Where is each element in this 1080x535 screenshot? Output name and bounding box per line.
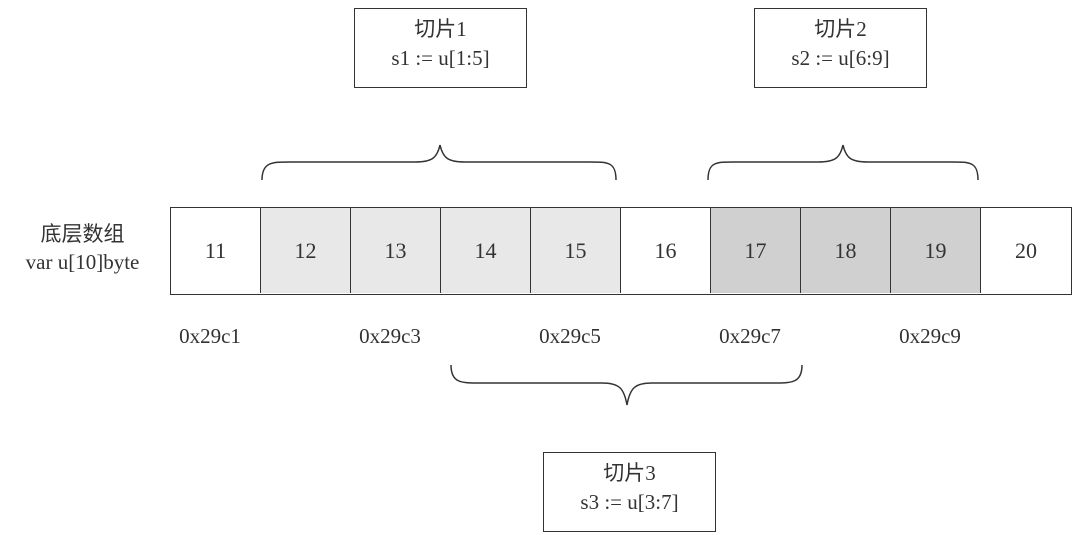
array-cell: 11 bbox=[171, 208, 261, 293]
slice2-box: 切片2 s2 := u[6:9] bbox=[754, 8, 927, 88]
slice3-brace bbox=[450, 364, 803, 406]
slice2-brace bbox=[707, 144, 979, 181]
array-cell: 20 bbox=[981, 208, 1071, 293]
array-cell: 17 bbox=[711, 208, 801, 293]
address-label: 0x29c5 bbox=[539, 324, 601, 348]
address-label: 0x29c3 bbox=[359, 324, 421, 348]
slice3-title: 切片3 bbox=[603, 461, 656, 485]
array-cell: 15 bbox=[531, 208, 621, 293]
slice3-expr: s3 := u[3:7] bbox=[580, 490, 679, 514]
address-label: 0x29c9 bbox=[899, 324, 961, 348]
array-label-title: 底层数组 bbox=[40, 222, 125, 246]
array-label: 底层数组 var u[10]byte bbox=[0, 220, 165, 276]
array-cell: 14 bbox=[441, 208, 531, 293]
slice1-title: 切片1 bbox=[414, 17, 467, 41]
slice3-box: 切片3 s3 := u[3:7] bbox=[543, 452, 716, 532]
array-cell: 18 bbox=[801, 208, 891, 293]
slice2-title: 切片2 bbox=[814, 17, 867, 41]
slice1-brace bbox=[261, 144, 617, 181]
slice1-expr: s1 := u[1:5] bbox=[391, 46, 490, 70]
array-cell: 16 bbox=[621, 208, 711, 293]
address-label: 0x29c7 bbox=[719, 324, 781, 348]
slice2-expr: s2 := u[6:9] bbox=[791, 46, 890, 70]
slice1-box: 切片1 s1 := u[1:5] bbox=[354, 8, 527, 88]
array-cell: 13 bbox=[351, 208, 441, 293]
address-label: 0x29c1 bbox=[179, 324, 241, 348]
array-label-decl: var u[10]byte bbox=[25, 250, 140, 274]
array-cell: 12 bbox=[261, 208, 351, 293]
array-cell: 19 bbox=[891, 208, 981, 293]
